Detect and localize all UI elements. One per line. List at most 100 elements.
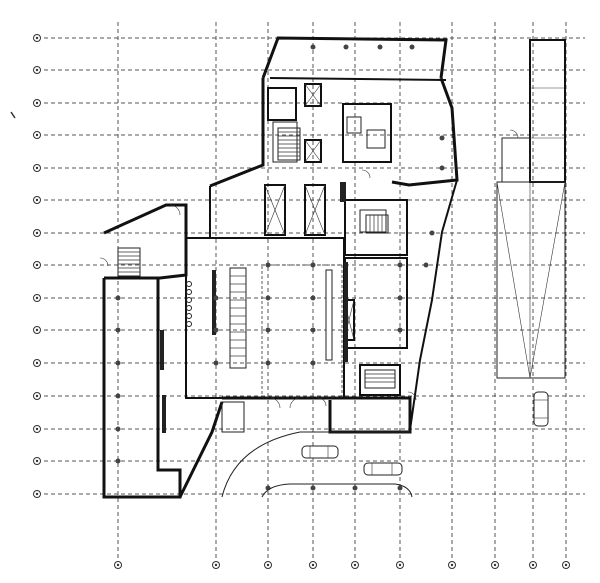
southwest-wall [178, 401, 224, 498]
column [265, 262, 271, 268]
grid-bubble [396, 561, 404, 569]
stray-mark [10, 111, 16, 119]
grid-bubble [33, 196, 41, 204]
partition [160, 330, 164, 370]
grid-bubble [33, 131, 41, 139]
east-upper-wall [391, 77, 459, 187]
columns [115, 44, 445, 491]
car [301, 445, 339, 459]
grid-bubble [491, 561, 499, 569]
column [265, 360, 271, 366]
grid-bubble [309, 561, 317, 569]
service-room [344, 199, 408, 256]
north-block-inner-wall [269, 77, 447, 81]
column [409, 44, 415, 50]
elevator-shaft [304, 139, 322, 163]
column [115, 295, 121, 301]
east-tower [529, 39, 566, 183]
column [265, 295, 271, 301]
seat [186, 297, 192, 303]
grid-bubble [264, 561, 272, 569]
grid-bubble [33, 425, 41, 433]
column [352, 485, 358, 491]
elevator-shaft [304, 184, 326, 236]
service-room [359, 364, 401, 396]
stairs [117, 127, 396, 389]
grid-bubble [33, 392, 41, 400]
east-facade [409, 179, 458, 431]
grid-bubble [351, 561, 359, 569]
column [439, 165, 445, 171]
column [115, 458, 121, 464]
grid-bubbles-bottom [114, 561, 570, 569]
north-block-wall [261, 36, 448, 79]
building-outline [102, 36, 459, 499]
column [310, 44, 316, 50]
west-wing-wall [103, 203, 188, 280]
west-block-wall [102, 278, 182, 499]
car [533, 391, 549, 427]
column [397, 485, 403, 491]
service-room [359, 209, 387, 233]
service-room [267, 87, 297, 121]
counter [221, 401, 245, 433]
column [115, 426, 121, 432]
door-swing [407, 391, 417, 401]
driveway [221, 431, 413, 498]
column [310, 485, 316, 491]
door-swing [269, 397, 281, 409]
parking-ramp-diagonal [529, 181, 566, 379]
seating [186, 281, 192, 327]
grid-bubble [33, 66, 41, 74]
driveway-curb [221, 431, 410, 498]
column [397, 295, 403, 301]
cars [301, 391, 549, 476]
service-room [366, 129, 386, 149]
grid-bubble [33, 164, 41, 172]
service-room [272, 121, 298, 163]
stair-flight [365, 214, 389, 234]
escalator [229, 267, 247, 369]
service-room [342, 103, 392, 163]
east-tower-annex [501, 137, 531, 183]
grid-bubble [33, 99, 41, 107]
column [423, 262, 429, 268]
elevator-shaft [264, 184, 286, 236]
elevator-shaft [304, 83, 322, 107]
door-swing [169, 204, 181, 216]
column [115, 360, 121, 366]
driveway-curb [261, 483, 413, 498]
south-wall [222, 396, 412, 434]
door-swing [509, 129, 519, 139]
grid-bubble [448, 561, 456, 569]
column [310, 327, 316, 333]
stair-flight [117, 247, 141, 277]
grid-bubbles-left [33, 34, 41, 498]
solid-partitions [160, 182, 348, 433]
column [310, 295, 316, 301]
grid-bubble [212, 561, 220, 569]
column [439, 135, 445, 141]
seat [186, 321, 192, 327]
doors [99, 169, 417, 409]
grid-bubble [33, 457, 41, 465]
central-hall-wall [185, 237, 345, 399]
grid-bubble [33, 229, 41, 237]
column [397, 262, 403, 268]
atrium-feature-wall [325, 269, 333, 361]
column [429, 230, 435, 236]
seat [186, 289, 192, 295]
column [213, 295, 219, 301]
grid-bubble [33, 261, 41, 269]
grid-bubble [33, 294, 41, 302]
grid-bubble [114, 561, 122, 569]
service-rooms [267, 87, 408, 396]
column [310, 360, 316, 366]
atrium-void [261, 264, 343, 398]
column [213, 360, 219, 366]
car [363, 462, 403, 476]
stair-flight [277, 127, 301, 161]
column [397, 327, 403, 333]
door-swing [361, 169, 371, 179]
